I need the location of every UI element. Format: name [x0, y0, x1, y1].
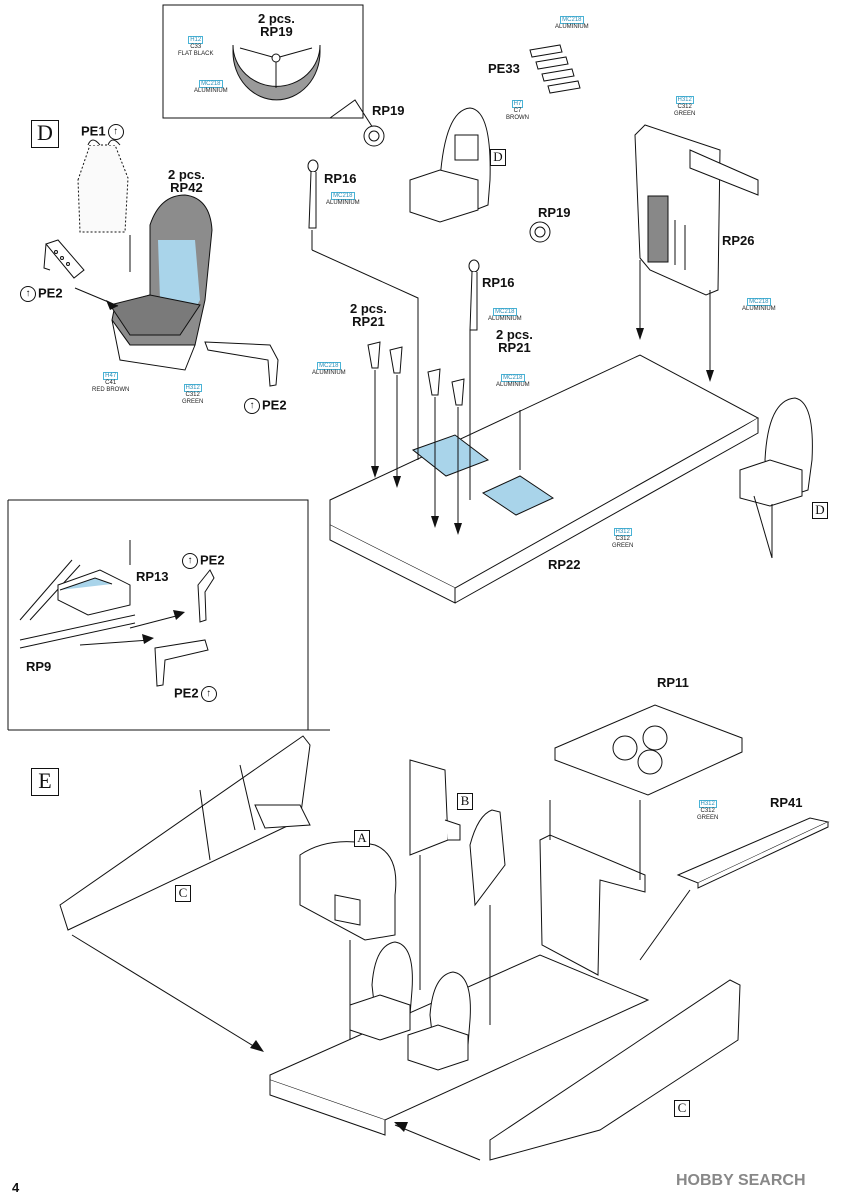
- rp16-mid: [468, 259, 480, 331]
- label-rp26: RP26: [722, 233, 755, 248]
- flip-icon: ↑: [244, 398, 260, 414]
- part-a-panel: [299, 841, 397, 941]
- rp21-pedals: [367, 341, 465, 406]
- rp41-part: [676, 817, 830, 889]
- label-rp42: 2 pcs. RP42: [168, 167, 205, 195]
- flip-icon: ↑: [182, 553, 198, 569]
- seats-e: [349, 941, 471, 1071]
- label-pe2-left: ↑PE2: [18, 286, 63, 302]
- rp19-mid: [529, 221, 551, 243]
- rp42-seat: [109, 194, 213, 371]
- label-rp13: RP13: [136, 569, 169, 584]
- inset-qty: 2 pcs.: [258, 11, 295, 26]
- part-b-panel: [409, 759, 461, 856]
- inset-label: 2 pcs. RP19: [258, 12, 295, 38]
- rp22-floor: [329, 354, 760, 604]
- rp13-inset: [19, 559, 215, 687]
- blank-panel: [469, 809, 506, 907]
- label-pe1: PE1↑: [81, 124, 126, 140]
- seat-upper: [409, 107, 491, 223]
- inset-box: [162, 4, 364, 119]
- rp19-top: [363, 125, 385, 147]
- label-pe33: PE33: [488, 61, 520, 76]
- tag-c-right: C: [674, 1100, 690, 1117]
- flip-icon: ↑: [200, 686, 217, 702]
- rp16-left: [307, 159, 319, 229]
- tag-d-1: D: [490, 149, 506, 166]
- pe2-arm-left: [43, 239, 85, 279]
- seat-right: [739, 397, 813, 507]
- label-rp11: RP11: [657, 675, 689, 690]
- flip-icon: ↑: [20, 286, 36, 302]
- label-pe2-bottom: ↑PE2: [242, 398, 287, 414]
- tag-c-left: C: [175, 885, 191, 902]
- step-d-marker: D: [31, 120, 59, 148]
- label-rp22: RP22: [548, 557, 581, 572]
- tag-b: B: [457, 793, 473, 810]
- pe33-levers: [529, 44, 581, 94]
- label-pe2-inset-bottom: PE2↑: [174, 686, 219, 702]
- pe1-part: [77, 139, 129, 233]
- tag-d-2: D: [812, 502, 828, 519]
- label-rp16-left: RP16: [324, 171, 357, 186]
- step-e-marker: E: [31, 768, 59, 796]
- steering-wheel: [232, 44, 321, 101]
- label-rp16-mid: RP16: [482, 275, 515, 290]
- label-pe2-inset-top: ↑PE2: [180, 553, 225, 569]
- rp11-part: [554, 704, 743, 796]
- inset-part: RP19: [260, 24, 293, 39]
- fuselage-right: [489, 979, 741, 1161]
- label-rp41: RP41: [770, 795, 803, 810]
- label-rp19-top: RP19: [372, 103, 405, 118]
- label-rp21-right: 2 pcs. RP21: [496, 327, 533, 355]
- label-rp19-mid: RP19: [538, 205, 571, 220]
- tag-a: A: [354, 830, 370, 847]
- pe2-arm-right: [204, 341, 279, 387]
- bulkhead-e: [539, 834, 646, 976]
- flip-icon: ↑: [107, 124, 124, 140]
- label-rp9: RP9: [26, 659, 52, 674]
- rp26-bulkhead: [634, 124, 759, 296]
- fuselage-left: [59, 735, 311, 931]
- watermark: HOBBY SEARCH: [676, 1172, 806, 1189]
- label-rp21-left: 2 pcs. RP21: [350, 301, 387, 329]
- page-number: 4: [12, 1180, 20, 1195]
